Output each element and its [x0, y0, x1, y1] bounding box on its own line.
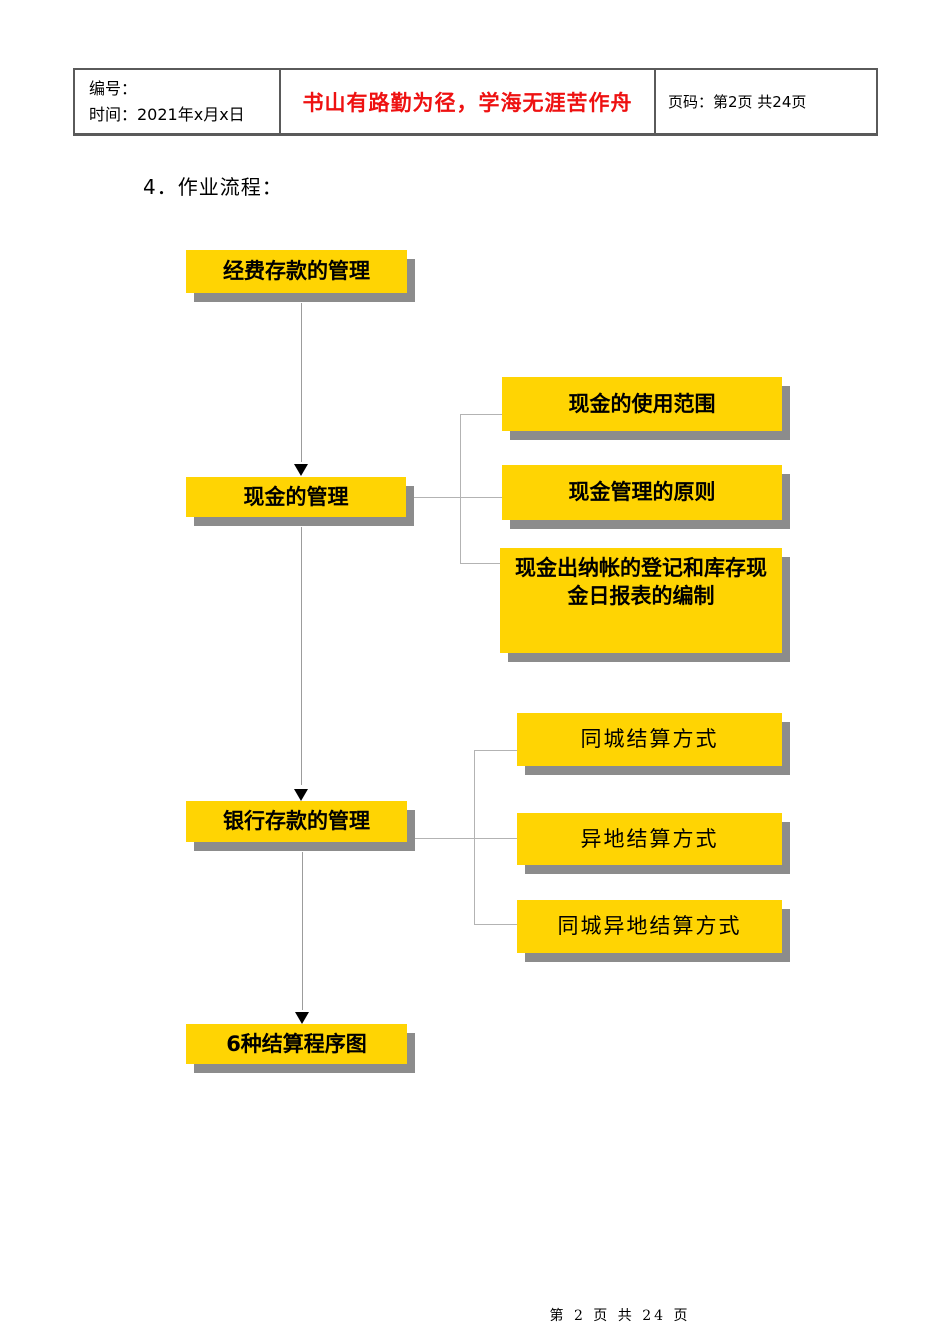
connector-bank-branch: [407, 838, 517, 839]
arrow-down-icon: [294, 464, 308, 476]
flow-node-funds-deposit-mgmt: 经费存款的管理: [186, 250, 407, 293]
header-table: 编号： 时间：2021年x月x日 书山有路勤为径，学海无涯苦作舟 页码：第2页 …: [73, 68, 878, 136]
flow-node-settlement-procedures: 6种结算程序图: [186, 1024, 407, 1064]
connector-n3-n4: [302, 852, 303, 1010]
footer-page-number: 第 2 页 共 24 页: [549, 1308, 691, 1324]
doc-number-label: 编号：: [89, 79, 138, 98]
header-motto: 书山有路勤为径，学海无涯苦作舟: [281, 70, 656, 133]
flow-node-cash-mgmt: 现金的管理: [186, 477, 406, 517]
connector-n1-n2: [301, 303, 302, 462]
arrow-down-icon: [294, 789, 308, 801]
flow-node-cash-use-scope: 现金的使用范围: [502, 377, 782, 431]
flow-node-local-settlement: 同城结算方式: [517, 713, 782, 766]
connector-cash-branch: [406, 497, 502, 498]
flow-node-bank-deposit-mgmt: 银行存款的管理: [186, 801, 407, 842]
connector-bank-branch: [475, 924, 517, 925]
flow-node-cash-mgmt-principles: 现金管理的原则: [502, 465, 782, 520]
connector-n2-n3: [301, 527, 302, 785]
header-left-cell: 编号： 时间：2021年x月x日: [75, 70, 281, 133]
connector-cash-branch: [461, 563, 500, 564]
section-title: 4．作业流程：: [143, 175, 283, 199]
connector-bank-branch: [474, 750, 475, 925]
flow-node-local-remote-settlement: 同城异地结算方式: [517, 900, 782, 953]
connector-bank-branch: [475, 750, 517, 751]
flow-node-cash-journal-report: 现金出纳帐的登记和库存现金日报表的编制: [500, 548, 782, 653]
connector-cash-branch: [461, 414, 502, 415]
header-page-info: 页码：第2页 共24页: [668, 93, 807, 111]
doc-date-line: 时间：2021年x月x日: [89, 104, 245, 124]
connector-cash-branch: [460, 414, 461, 564]
flow-node-remote-settlement: 异地结算方式: [517, 813, 782, 865]
arrow-down-icon: [295, 1012, 309, 1024]
